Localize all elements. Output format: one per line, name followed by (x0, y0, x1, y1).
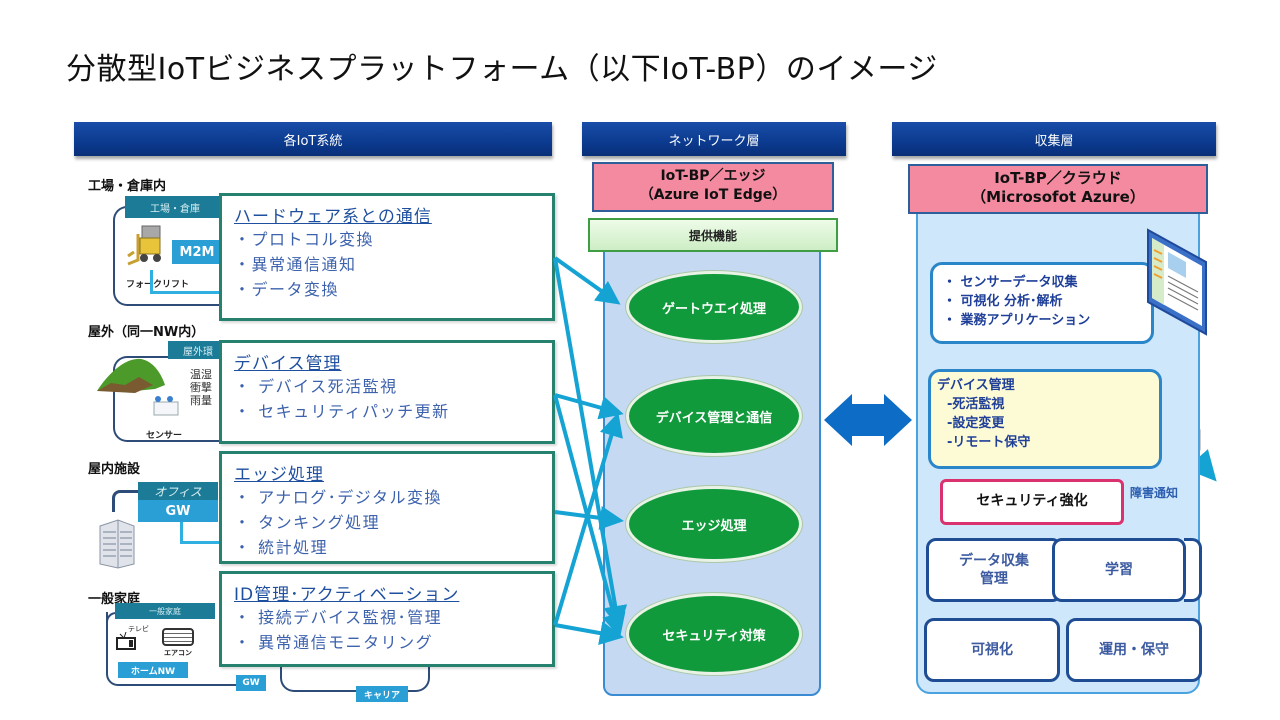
cloud-product-line2: （Microsofot Azure） (971, 188, 1145, 206)
outdoor-side-text-1: 温湿 (190, 368, 212, 381)
function-box-heading: ハードウェア系との通信 (234, 207, 432, 227)
aircon-label: エアコン (164, 649, 192, 657)
function-edge-processing: エッジ処理 (626, 486, 802, 562)
device-management-box: デバイス管理 -死活監視 -設定変更 -リモート保守 (928, 369, 1162, 469)
function-gateway-processing: ゲートウエイ処理 (626, 271, 802, 343)
application-item: ・ センサーデータ収集 (943, 275, 1078, 290)
carrier-chip: キャリア (356, 686, 408, 702)
bidirectional-arrow (824, 394, 912, 446)
device-management-item: -設定変更 (947, 416, 1005, 431)
function-box-hardware-communication: ハードウェア系との通信 ・プロトコル変換 ・異常通信通知 ・データ変換 (219, 193, 555, 321)
header-collection-layer: 収集層 (892, 122, 1216, 156)
arrow-hardware-to-gateway (553, 256, 621, 305)
service-data-collection: データ収集 管理 (926, 538, 1062, 602)
factory-mini-header: 工場・倉庫 (125, 196, 225, 218)
home-nw-chip: ホームNW (118, 662, 188, 678)
function-box-item: ・プロトコル変換 (234, 230, 375, 249)
function-box-edge-processing: エッジ処理 ・ アナログ･デジタル変換 ・ タンキング処理 ・ 統計処理 (219, 451, 555, 564)
m2m-chip: M2M (172, 240, 222, 264)
service-visualization: 可視化 (924, 618, 1060, 682)
category-label-indoor: 屋内施設 (88, 462, 141, 477)
home-bracket (106, 612, 244, 686)
indoor-bracket (112, 490, 142, 512)
factory-connector-line (150, 270, 222, 294)
building-icon (96, 516, 136, 569)
function-box-item: ・ アナログ･デジタル変換 (234, 488, 442, 507)
function-box-item: ・ タンキング処理 (234, 513, 381, 532)
home-mini-header: 一般家庭 (115, 603, 215, 619)
air-conditioner-icon (162, 628, 194, 646)
office-mini-header: オフィス (138, 482, 218, 500)
outdoor-side-text: 温湿 衝撃 雨量 (190, 368, 212, 407)
function-box-device-management: デバイス管理 ・ デバイス死活監視 ・ セキュリティパッチ更新 (219, 340, 555, 444)
outdoor-side-text-3: 雨量 (190, 394, 212, 407)
edge-product-box: IoT-BP／エッジ （Azure IoT Edge） (592, 162, 834, 212)
arrow-device-to-devmgmt (554, 393, 624, 420)
function-box-item: ・ セキュリティパッチ更新 (234, 402, 450, 421)
forklift-label: フォークリフト (126, 280, 190, 290)
function-box-heading: エッジ処理 (234, 465, 324, 485)
device-management-item: -死活監視 (947, 397, 1005, 412)
fault-notification-label: 障害通知 (1130, 486, 1179, 500)
gw-chip: GW (138, 500, 218, 522)
function-box-item: ・ 統計処理 (234, 538, 329, 557)
function-box-heading: デバイス管理 (234, 354, 342, 374)
hill-icon (95, 355, 167, 395)
provided-functions-bar: 提供機能 (588, 218, 838, 252)
sensor-icon (148, 394, 180, 416)
function-box-item: ・ デバイス死活監視 (234, 377, 398, 396)
function-security-measures: セキュリティ対策 (626, 593, 802, 675)
header-iot-systems: 各IoT系統 (74, 122, 552, 156)
outdoor-side-text-2: 衝撃 (190, 381, 212, 394)
security-enhancement-box: セキュリティ強化 (940, 479, 1124, 525)
service-operation-maintenance: 運用・保守 (1066, 618, 1202, 682)
function-box-item: ・ 異常通信モニタリング (234, 633, 434, 652)
function-box-item: ・異常通信通知 (234, 255, 357, 274)
arrow-id-to-devmgmt (553, 412, 623, 626)
service-box-stack-edge (1184, 538, 1202, 602)
function-box-item: ・ 接続デバイス監視･管理 (234, 608, 443, 627)
function-box-heading: ID管理･アクティベーション (234, 585, 460, 605)
page-title: 分散型IoTビジネスプラットフォーム（以下IoT-BP）のイメージ (66, 52, 938, 87)
application-window-icon (1146, 226, 1210, 336)
device-management-item: -リモート保守 (947, 435, 1031, 450)
device-management-heading: デバイス管理 (937, 378, 1015, 393)
arrow-hardware-to-security (553, 257, 628, 630)
function-box-id-management: ID管理･アクティベーション ・ 接続デバイス監視･管理 ・ 異常通信モニタリン… (219, 571, 555, 667)
tv-icon (116, 630, 138, 650)
cloud-product-line1: IoT-BP／クラウド (994, 169, 1122, 187)
edge-product-line1: IoT-BP／エッジ (660, 168, 766, 184)
home-gw-chip: GW (236, 675, 266, 691)
arrow-id-to-security (554, 621, 624, 645)
category-label-outdoor: 屋外（同一NW内） (88, 325, 205, 340)
sensor-label: センサー (146, 431, 183, 441)
outdoor-mini-header: 屋外環 (168, 341, 228, 359)
header-network-layer: ネットワーク層 (582, 122, 846, 156)
category-label-factory: 工場・倉庫内 (88, 179, 167, 194)
edge-product-line2: （Azure IoT Edge） (639, 187, 787, 203)
function-device-management-communication: デバイス管理と通信 (626, 376, 802, 456)
indoor-connector-line (180, 522, 224, 544)
service-learning: 学習 (1052, 538, 1186, 602)
tv-label: テレビ (128, 625, 149, 633)
forklift-icon (127, 222, 168, 266)
function-box-item: ・データ変換 (234, 280, 340, 299)
application-item: ・ 業務アプリケーション (943, 313, 1091, 328)
home-bracket-top (106, 612, 116, 642)
application-item: ・ 可視化 分析･解析 (943, 294, 1063, 309)
cloud-product-box: IoT-BP／クラウド （Microsofot Azure） (908, 164, 1208, 214)
application-box: ・ センサーデータ収集 ・ 可視化 分析･解析 ・ 業務アプリケーション (930, 262, 1154, 344)
